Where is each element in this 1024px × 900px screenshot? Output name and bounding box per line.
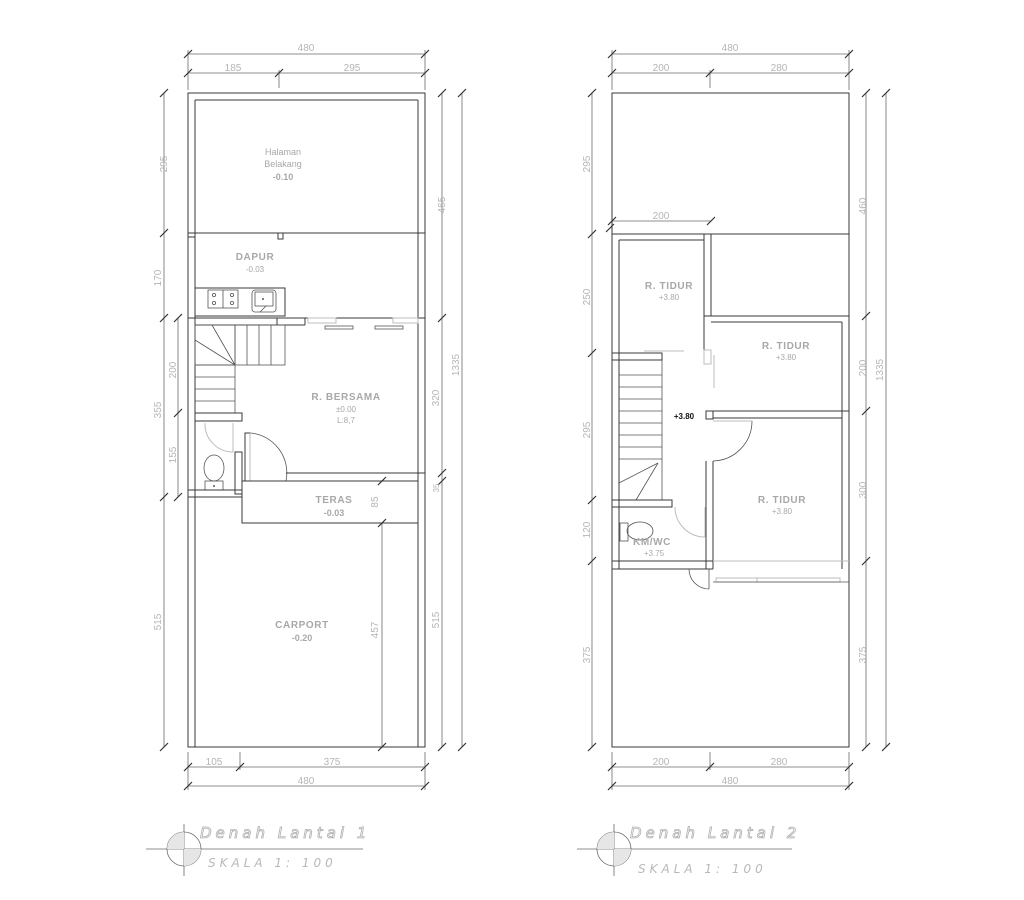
svg-text:480: 480 xyxy=(298,776,315,787)
svg-text:200: 200 xyxy=(653,211,670,222)
room-level-tidur-1: +3.80 xyxy=(659,293,680,302)
svg-text:515: 515 xyxy=(153,613,164,630)
room-label-halaman: Halaman xyxy=(265,147,301,157)
svg-text:480: 480 xyxy=(722,43,739,54)
svg-text:375: 375 xyxy=(582,646,593,663)
svg-text:300: 300 xyxy=(858,481,869,498)
hall-level: +3.80 xyxy=(674,412,695,421)
svg-text:320: 320 xyxy=(431,389,442,406)
room-label-belakang: Belakang xyxy=(264,159,302,169)
svg-text:200: 200 xyxy=(858,359,869,376)
svg-text:460: 460 xyxy=(858,197,869,214)
floor2-dim-left: 295 250 295 120 375 xyxy=(582,88,615,752)
floor2-outer-wall xyxy=(611,92,850,748)
toilet-icon xyxy=(203,454,225,491)
floor1-scale: SKALA 1: 100 xyxy=(208,856,337,870)
svg-text:185: 185 xyxy=(225,63,242,74)
svg-text:85: 85 xyxy=(370,496,381,508)
floor2-dim-top: 480 200 280 xyxy=(607,43,854,90)
svg-text:295: 295 xyxy=(582,155,593,172)
svg-text:375: 375 xyxy=(858,646,869,663)
floor-2-plan: 200 xyxy=(577,43,891,876)
stove-icon xyxy=(207,289,239,309)
floor1-title: Denah Lantai 1 xyxy=(200,824,370,842)
room-level-bersama: ±0.00 xyxy=(336,405,357,414)
staircase xyxy=(611,350,684,501)
svg-text:457: 457 xyxy=(370,621,381,638)
svg-text:1335: 1335 xyxy=(451,353,462,376)
room-label-kmwc: KM/WC xyxy=(633,537,671,548)
toilet-icon xyxy=(619,521,654,542)
svg-text:280: 280 xyxy=(771,757,788,768)
svg-text:355: 355 xyxy=(153,401,164,418)
room-label-tidur-2: R. TIDUR xyxy=(762,341,810,352)
room-label-dapur: DAPUR xyxy=(236,252,275,263)
svg-text:295: 295 xyxy=(582,421,593,438)
room-label-bersama: R. BERSAMA xyxy=(311,392,380,403)
svg-text:170: 170 xyxy=(153,269,164,286)
svg-text:200: 200 xyxy=(168,361,179,378)
svg-text:465: 465 xyxy=(437,196,448,213)
room-area-bersama: L:8,7 xyxy=(337,416,355,425)
svg-text:480: 480 xyxy=(298,43,315,54)
room-level-tidur-2: +3.80 xyxy=(776,353,797,362)
staircase xyxy=(194,324,286,413)
room-label-tidur-1: R. TIDUR xyxy=(645,281,693,292)
floor1-dim-left: 295 170 355 200 155 515 xyxy=(153,88,183,752)
floor1-dim-right: 465 320 35 515 1335 85 457 xyxy=(370,88,467,752)
svg-text:120: 120 xyxy=(582,521,593,538)
floor1-dim-top: 480 185 295 xyxy=(183,43,430,90)
floor2-dim-right: 460 200 300 375 1335 xyxy=(858,88,891,752)
svg-text:200: 200 xyxy=(653,63,670,74)
terrace xyxy=(241,480,419,524)
room-label-carport: CARPORT xyxy=(275,620,329,631)
floor2-title: Denah Lantai 2 xyxy=(630,824,800,842)
floor1-dim-bottom: 105 375 480 xyxy=(183,752,430,791)
room-level-tidur-3: +3.80 xyxy=(772,507,793,516)
svg-text:35: 35 xyxy=(432,483,441,492)
sink-icon xyxy=(251,289,277,313)
room-level-kmwc: +3.75 xyxy=(644,549,665,558)
room-level-dapur: -0.03 xyxy=(246,265,265,274)
svg-text:480: 480 xyxy=(722,776,739,787)
room-level-halaman: -0.10 xyxy=(273,172,294,182)
room-label-tidur-3: R. TIDUR xyxy=(758,495,806,506)
floor1-title-block: Denah Lantai 1 SKALA 1: 100 xyxy=(146,824,370,876)
svg-text:1335: 1335 xyxy=(875,358,886,381)
floor2-title-block: Denah Lantai 2 SKALA 1: 100 xyxy=(577,824,800,876)
svg-text:105: 105 xyxy=(206,757,223,768)
room-label-teras: TERAS xyxy=(316,495,353,506)
svg-text:295: 295 xyxy=(159,155,170,172)
svg-text:295: 295 xyxy=(344,63,361,74)
svg-text:250: 250 xyxy=(582,288,593,305)
kitchen-counter xyxy=(194,287,286,317)
floor1-outer-wall xyxy=(187,92,426,748)
room-level-teras: -0.03 xyxy=(324,508,345,518)
floor-1-plan: Halaman Belakang -0.10 DAPUR -0.03 R. BE… xyxy=(146,43,467,876)
floor2-scale: SKALA 1: 100 xyxy=(638,862,767,876)
room-level-carport: -0.20 xyxy=(292,633,313,643)
svg-text:375: 375 xyxy=(324,757,341,768)
door-swing xyxy=(249,432,288,482)
svg-text:155: 155 xyxy=(168,446,179,463)
svg-text:515: 515 xyxy=(431,611,442,628)
svg-text:200: 200 xyxy=(653,757,670,768)
floor2-dim-bottom: 200 280 480 xyxy=(607,752,854,791)
door-swing xyxy=(712,420,753,462)
svg-text:280: 280 xyxy=(771,63,788,74)
